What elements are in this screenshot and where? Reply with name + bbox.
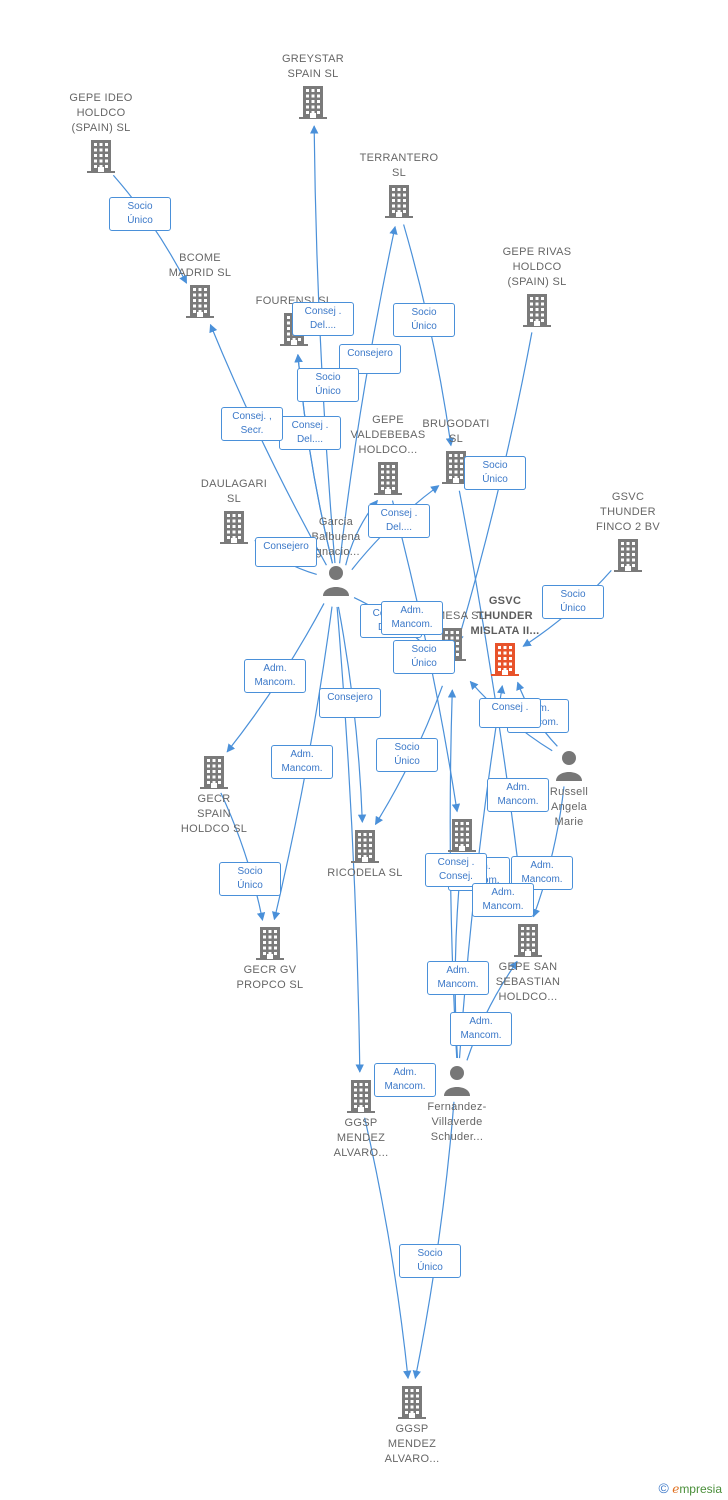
person-icon — [397, 1062, 517, 1098]
building-icon — [154, 754, 274, 790]
building-icon — [402, 817, 522, 853]
brand-name: mpresia — [679, 1482, 722, 1496]
relation-label[interactable]: Adm. Mancom. — [472, 883, 534, 917]
company-node[interactable]: BRUGODATI SL — [396, 417, 516, 485]
company-node[interactable]: GECR GV PROPCO SL — [210, 925, 330, 993]
building-icon — [445, 641, 565, 677]
building-icon — [140, 283, 260, 319]
relation-label[interactable]: Consejero — [319, 688, 381, 718]
person-icon — [276, 562, 396, 598]
relation-label[interactable]: Socio Único — [393, 640, 455, 674]
node-label: GEPE SAN SEBASTIAN HOLDCO... — [495, 961, 561, 1003]
company-node[interactable]: TERRANTERO SL — [339, 151, 459, 219]
building-icon — [568, 537, 688, 573]
relation-label[interactable]: Consejero — [255, 537, 317, 567]
node-label: BRUGODATI SL — [422, 418, 490, 445]
relation-edge — [220, 792, 266, 922]
relation-label[interactable]: Adm. Mancom. — [450, 1012, 512, 1046]
company-node[interactable]: GGSP MENDEZ ALVARO... — [301, 1078, 421, 1161]
node-label: Fernandez- Villaverde Schuder... — [427, 1101, 487, 1143]
relation-label[interactable]: Socio Único — [393, 303, 455, 337]
empresia-logo: © empresia — [659, 1480, 722, 1496]
relation-label[interactable]: Socio Único — [109, 197, 171, 231]
relation-label[interactable]: Consej . Consej. — [425, 853, 487, 887]
company-node[interactable]: GGSP MENDEZ ALVARO... — [352, 1384, 472, 1467]
building-icon — [396, 449, 516, 485]
node-label: Garcia Balbuena Ignacio... — [311, 516, 361, 558]
company-node[interactable]: GSVC THUNDER FINCO 2 BV — [568, 490, 688, 573]
node-label: GREYSTAR SPAIN SL — [281, 53, 345, 80]
relation-edge — [466, 960, 518, 1061]
relation-label[interactable]: Adm. Mancom. — [271, 745, 333, 779]
node-label: Russell Angela Marie — [549, 786, 589, 828]
building-icon — [41, 138, 161, 174]
node-label: RICODELA SL — [327, 867, 403, 879]
relation-label[interactable]: Adm. Mancom. — [244, 659, 306, 693]
company-node[interactable]: GECR SPAIN HOLDCO SL — [154, 754, 274, 837]
relation-label[interactable]: Adm. Mancom. — [427, 961, 489, 995]
node-label: GGSP MENDEZ ALVARO... — [333, 1117, 389, 1159]
node-label: GECR SPAIN HOLDCO SL — [180, 793, 248, 835]
relation-edge — [338, 225, 398, 564]
relation-label[interactable]: Adm. Mancom. — [381, 601, 443, 635]
building-icon — [210, 925, 330, 961]
relation-edge — [209, 323, 327, 566]
company-node[interactable]: GEPE IDEO HOLDCO (SPAIN) SL — [41, 91, 161, 174]
relation-label[interactable]: Consej . Del.... — [279, 416, 341, 450]
building-icon — [301, 1078, 421, 1114]
relation-label[interactable]: Socio Único — [376, 738, 438, 772]
company-node[interactable]: RICODELA SL — [305, 828, 425, 881]
building-icon — [174, 509, 294, 545]
company-node[interactable]: GSVC THUNDER MISLATA II... — [445, 594, 565, 677]
relation-label[interactable]: Socio Único — [464, 456, 526, 490]
node-label: GECR GV PROPCO SL — [236, 964, 304, 991]
node-label: GSVC THUNDER FINCO 2 BV — [595, 491, 661, 533]
relation-label[interactable]: Socio Único — [297, 368, 359, 402]
node-label: GGSP MENDEZ ALVARO... — [384, 1423, 440, 1465]
person-node[interactable]: Fernandez- Villaverde Schuder... — [397, 1062, 517, 1145]
relation-edge — [532, 786, 565, 918]
person-node[interactable]: Garcia Balbuena Ignacio... — [276, 515, 396, 598]
relation-edge — [310, 125, 336, 564]
building-icon — [253, 84, 373, 120]
brand-initial: e — [672, 1482, 680, 1496]
person-node[interactable]: Russell Angela Marie — [509, 747, 629, 830]
relation-edge — [412, 1101, 455, 1380]
node-label: TERRANTERO SL — [359, 152, 439, 179]
relation-label[interactable]: Adm. Mancom. — [487, 778, 549, 812]
company-node[interactable]: GEPE SAN SEBASTIAN HOLDCO... — [468, 922, 588, 1005]
company-node[interactable]: GREYSTAR SPAIN SL — [253, 52, 373, 120]
company-node[interactable]: GEPE RIVAS HOLDCO (SPAIN) SL — [477, 245, 597, 328]
node-label: GEPE IDEO HOLDCO (SPAIN) SL — [69, 92, 133, 134]
copyright-icon: © — [658, 1480, 669, 1496]
building-icon — [328, 460, 448, 496]
building-icon — [468, 922, 588, 958]
relation-label[interactable]: Consej. , Secr. — [221, 407, 283, 441]
node-label: BCOME MADRID SL — [168, 252, 232, 279]
relation-label[interactable]: Consej . Del.... — [292, 302, 354, 336]
person-icon — [509, 747, 629, 783]
relation-edge — [336, 606, 364, 1073]
relation-edge — [364, 1117, 412, 1380]
node-label: GEPE RIVAS HOLDCO (SPAIN) SL — [502, 246, 572, 288]
building-icon — [339, 183, 459, 219]
building-icon — [305, 828, 425, 864]
company-node[interactable]: BCOME MADRID SL — [140, 251, 260, 319]
node-label: GEPE VALDEBEBAS HOLDCO... — [350, 414, 426, 456]
building-icon — [352, 1384, 472, 1420]
relation-label[interactable]: Consej . — [479, 698, 541, 728]
building-icon — [477, 292, 597, 328]
node-label: GSVC THUNDER MISLATA II... — [470, 595, 540, 637]
relation-label[interactable]: Adm. Mancom. — [374, 1063, 436, 1097]
relation-label[interactable]: Socio Único — [399, 1244, 461, 1278]
company-node[interactable]: DAULAGARI SL — [174, 477, 294, 545]
node-label: DAULAGARI SL — [200, 478, 268, 505]
relation-label[interactable]: Consej . Del.... — [368, 504, 430, 538]
company-node[interactable]: GEPE VALDEBEBAS HOLDCO... — [328, 413, 448, 496]
relation-label[interactable]: Socio Único — [542, 585, 604, 619]
relation-label[interactable]: Socio Único — [219, 862, 281, 896]
